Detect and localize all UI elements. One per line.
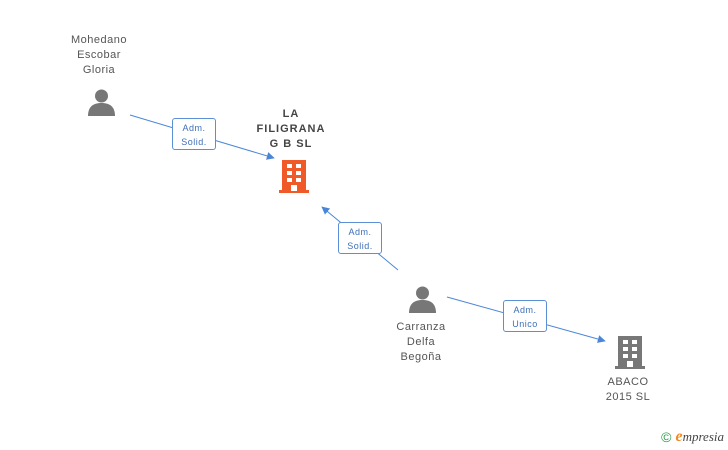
company-main-name[interactable]: LA FILIGRANA G B SL (246, 107, 336, 152)
person-1-name[interactable]: Mohedano Escobar Gloria (54, 33, 144, 78)
person-1-name-line: Escobar (77, 49, 121, 61)
building-icon[interactable] (615, 336, 645, 369)
edge-label-person2-company-main[interactable]: Adm. Solid. (338, 222, 382, 254)
company-main-name-line: LA (282, 108, 300, 120)
person-1-name-line: Mohedano (71, 34, 127, 46)
person-2-name-line: Delfa (406, 336, 436, 348)
company-2-name-line: 2015 SL (605, 391, 651, 403)
edge-label-line: Solid. (347, 241, 373, 251)
edge-label-line: Unico (512, 319, 538, 329)
brand-logo: empresia (675, 428, 724, 446)
edge-label-line: Solid. (181, 137, 207, 147)
brand-rest: mpresia (682, 429, 724, 444)
building-icon[interactable] (279, 160, 309, 193)
person-icon[interactable] (87, 88, 116, 116)
edge-label-person1-company-main[interactable]: Adm. Solid. (172, 118, 216, 150)
company-main-name-line: G B SL (269, 138, 313, 150)
company-main-name-line: FILIGRANA (256, 123, 326, 135)
edge-label-person2-company-2[interactable]: Adm. Unico (503, 300, 547, 332)
person-2-name[interactable]: Carranza Delfa Begoña (376, 320, 466, 365)
person-2-name-line: Carranza (396, 321, 446, 333)
edge-label-line: Adm. (513, 305, 537, 315)
copyright-icon: © (661, 429, 672, 445)
person-1-name-line: Gloria (82, 64, 116, 76)
person-icon[interactable] (408, 285, 437, 313)
empresia-watermark: © empresia (661, 428, 724, 446)
person-2-name-line: Begoña (400, 351, 442, 363)
edge-label-line: Adm. (182, 123, 206, 133)
edge-label-line: Adm. (348, 227, 372, 237)
company-2-name-line: ABACO (607, 376, 649, 388)
company-2-name[interactable]: ABACO 2015 SL (583, 375, 673, 405)
brand-initial: e (675, 428, 683, 445)
